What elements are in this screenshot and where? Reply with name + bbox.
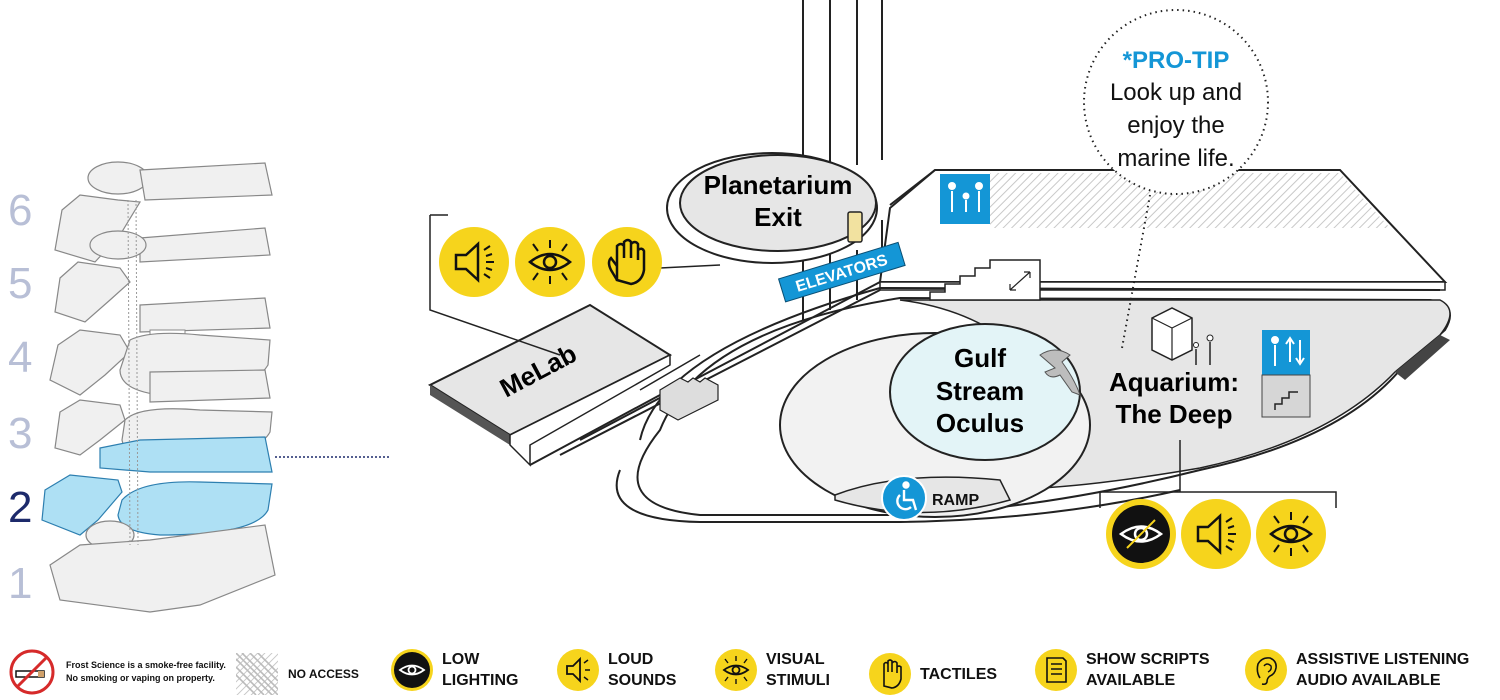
show-scripts-icon <box>1035 649 1077 691</box>
tactiles-icon <box>869 653 911 695</box>
restroom-sign[interactable] <box>940 174 990 224</box>
pro-tip-line2: enjoy the <box>1127 112 1224 139</box>
ramp-label: RAMP <box>932 492 979 509</box>
assistive-listening-icon <box>1245 649 1287 691</box>
low-lighting-icon <box>391 649 433 691</box>
elevator-shaft <box>127 199 139 546</box>
gulf-stream-oculus-area[interactable] <box>889 323 1081 461</box>
shark-icon <box>1039 349 1081 396</box>
main-map: MeLab Planetarium Exit ELEVATORS <box>427 0 1451 569</box>
tactiles-label: TACTILES <box>920 665 998 683</box>
assistive-listening-label-1: ASSISTIVE LISTENING <box>1296 651 1470 668</box>
stairs-icon <box>929 259 1041 301</box>
no-access-label: NO ACCESS <box>288 667 359 681</box>
visual-stimuli-icon[interactable] <box>515 227 585 297</box>
level-2-floor-plan <box>615 286 1451 523</box>
legend-loud-sounds: LOUD SOUNDS <box>556 648 676 692</box>
level-2-number[interactable]: 2 <box>8 483 32 532</box>
low-lighting-label-2: LIGHTING <box>442 672 519 689</box>
smoke-free-line1: Frost Science is a smoke-free facility. <box>66 660 226 670</box>
aquarium-sensory-icons <box>1106 499 1326 569</box>
show-scripts-label-2: AVAILABLE <box>1086 672 1176 689</box>
gulf-stream-label-line2: Stream <box>936 376 1024 406</box>
no-access-area <box>990 173 1390 228</box>
gulf-stream-label-line3: Oculus <box>936 408 1024 438</box>
legend-assistive-listening: ASSISTIVE LISTENING AUDIO AVAILABLE <box>1244 648 1469 692</box>
level-1-floor[interactable] <box>49 520 276 613</box>
no-smoking-icon <box>9 649 55 695</box>
legend-smoke-free: Frost Science is a smoke-free facility. … <box>8 648 226 696</box>
exhibit-tank-icon <box>1151 307 1214 365</box>
level-6-number[interactable]: 6 <box>8 186 32 235</box>
show-scripts-label-1: SHOW SCRIPTS <box>1086 651 1210 668</box>
small-stairs-icon <box>659 377 719 421</box>
smoke-free-line2: No smoking or vaping on property. <box>66 673 215 683</box>
pro-tip-title: *PRO-TIP <box>1123 47 1230 74</box>
level-6-floor[interactable] <box>54 161 273 263</box>
visual-stimuli-icon <box>715 649 757 691</box>
legend-tactiles: TACTILES <box>868 652 997 696</box>
low-lighting-icon[interactable] <box>1106 499 1176 569</box>
loud-sounds-label-2: SOUNDS <box>608 672 677 689</box>
ramp-marker[interactable]: RAMP <box>881 475 979 521</box>
loud-sounds-icon <box>557 649 599 691</box>
loud-sounds-icon[interactable] <box>439 227 509 297</box>
visual-stimuli-label-1: VISUAL <box>766 651 825 668</box>
pro-tip-callout: *PRO-TIP Look up and enjoy the marine li… <box>1083 9 1269 349</box>
pro-tip-line3: marine life. <box>1117 145 1234 172</box>
level-stack: 6 5 4 3 2 1 <box>8 161 390 613</box>
aquarium-label-line2: The Deep <box>1115 399 1232 429</box>
pro-tip-line1: Look up and <box>1110 79 1242 106</box>
upper-walkway <box>878 169 1448 291</box>
melab-sensory-icons <box>439 227 662 297</box>
legend-show-scripts: SHOW SCRIPTS AVAILABLE <box>1034 648 1210 692</box>
loud-sounds-label-1: LOUD <box>608 651 654 668</box>
map-legend: Frost Science is a smoke-free facility. … <box>0 640 1500 700</box>
gulf-stream-label-line1: Gulf <box>954 343 1006 373</box>
loud-sounds-icon[interactable] <box>1181 499 1251 569</box>
legend-low-lighting: LOW LIGHTING <box>390 648 518 692</box>
elevator-stairs-sign[interactable] <box>1261 330 1311 418</box>
planetarium-label-line1: Planetarium <box>704 170 853 200</box>
planetarium-label-line2: Exit <box>754 202 802 232</box>
tactiles-icon[interactable] <box>592 227 662 297</box>
aquarium-label-line1: Aquarium: <box>1109 367 1239 397</box>
planetarium-exit[interactable]: Planetarium Exit <box>666 152 878 264</box>
level-2-floor[interactable] <box>41 436 273 536</box>
level-4-number[interactable]: 4 <box>8 333 32 382</box>
low-lighting-label-1: LOW <box>442 651 480 668</box>
door-icon <box>847 211 863 243</box>
no-access-swatch <box>236 653 278 695</box>
level-1-number[interactable]: 1 <box>8 559 32 608</box>
melab-room[interactable]: MeLab <box>427 303 673 467</box>
level-5-number[interactable]: 5 <box>8 259 32 308</box>
visual-stimuli-icon[interactable] <box>1256 499 1326 569</box>
assistive-listening-label-2: AUDIO AVAILABLE <box>1296 672 1441 689</box>
level-5-floor[interactable] <box>54 227 271 323</box>
visual-stimuli-label-2: STIMULI <box>766 672 830 689</box>
legend-visual-stimuli: VISUAL STIMULI <box>714 648 830 692</box>
legend-no-access: NO ACCESS <box>236 653 359 695</box>
level-3-number[interactable]: 3 <box>8 409 32 458</box>
